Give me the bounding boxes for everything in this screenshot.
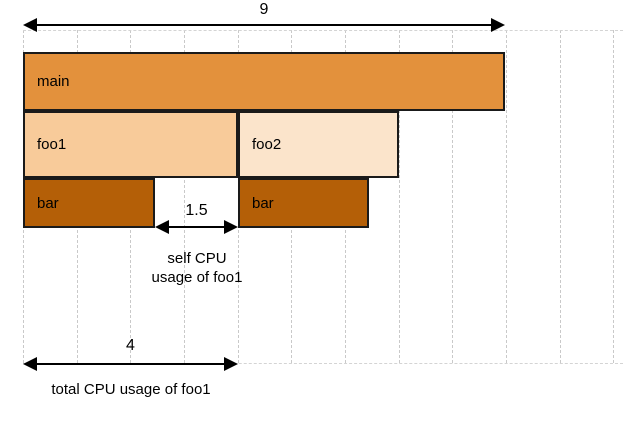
- frame-label-foo2: foo2: [252, 136, 282, 153]
- frame-label-foo1: foo1: [37, 136, 67, 153]
- gridline: [560, 30, 561, 363]
- arrowhead-right: [491, 18, 505, 32]
- gridline: [506, 30, 507, 363]
- frame-foo1[interactable]: foo1: [23, 111, 238, 178]
- total-cpu-caption: total CPU usage of foo1: [51, 381, 211, 398]
- frame-label-bar-foo1: bar: [37, 194, 59, 212]
- arrowhead-right: [224, 357, 238, 371]
- gridline: [613, 30, 614, 363]
- self-cpu-caption: self CPU usage of foo1: [151, 250, 243, 286]
- frame-main[interactable]: main: [23, 52, 505, 111]
- measure-label-self-cpu: 1.5: [185, 202, 208, 219]
- arrowhead-left: [155, 220, 169, 234]
- measure-label-total-width: 9: [259, 1, 269, 18]
- frame-bar-foo2[interactable]: bar: [238, 178, 369, 228]
- arrowhead-left: [23, 357, 37, 371]
- frame-label-bar-foo2: bar: [252, 194, 274, 212]
- arrowhead-right: [224, 220, 238, 234]
- frame-bar-foo1[interactable]: bar: [23, 178, 155, 228]
- frame-foo2[interactable]: foo2: [238, 111, 399, 178]
- measure-label-total-cpu: 4: [126, 337, 135, 354]
- frame-label-main: main: [37, 73, 70, 90]
- gridline-horizontal: [23, 30, 623, 31]
- arrowhead-left: [23, 18, 37, 32]
